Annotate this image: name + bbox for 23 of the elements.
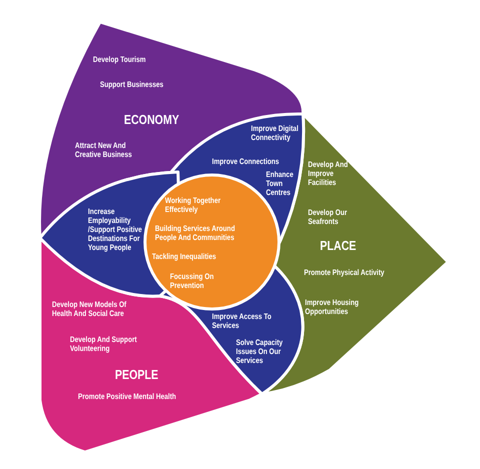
goal-text: Support Businesses bbox=[100, 80, 164, 89]
goal-text: Enhance Town Centres bbox=[266, 170, 294, 197]
goal-text: Solve Capacity Issues On Our Services bbox=[236, 338, 284, 365]
goal-text: Develop New Models Of Health And Social Care bbox=[52, 300, 128, 318]
goal-text: Attract New And Creative Business bbox=[75, 141, 133, 159]
category-heading: PEOPLE bbox=[115, 367, 160, 382]
goal-text: Promote Physical Activity bbox=[304, 268, 386, 277]
goal-text: Increase Employability /Support Positive Destinations For Young People bbox=[88, 207, 143, 252]
goal-text: Promote Positive Mental Health bbox=[78, 392, 178, 401]
category-heading: ECONOMY bbox=[124, 112, 180, 127]
goal-text: Develop And Improve Facilities bbox=[308, 160, 349, 187]
goal-text: Improve Housing Opportunities bbox=[305, 298, 360, 316]
goal-text: Improve Access To Services bbox=[212, 312, 272, 330]
goal-text: Develop Our Seafronts bbox=[308, 208, 348, 226]
goal-text: Tackling Inequalities bbox=[152, 252, 218, 261]
goal-text: Working Together Effectively bbox=[165, 196, 222, 214]
category-heading: PLACE bbox=[320, 238, 358, 253]
goal-text: Building Services Around People And Communities bbox=[155, 224, 236, 242]
goal-text: Improve Digital Connectivity bbox=[251, 124, 300, 142]
goal-text: Improve Connections bbox=[212, 157, 280, 166]
goal-text: Develop Tourism bbox=[93, 55, 147, 64]
goal-text: Focussing On Prevention bbox=[170, 272, 215, 290]
goal-text: Develop And Support Volunteering bbox=[70, 335, 138, 353]
